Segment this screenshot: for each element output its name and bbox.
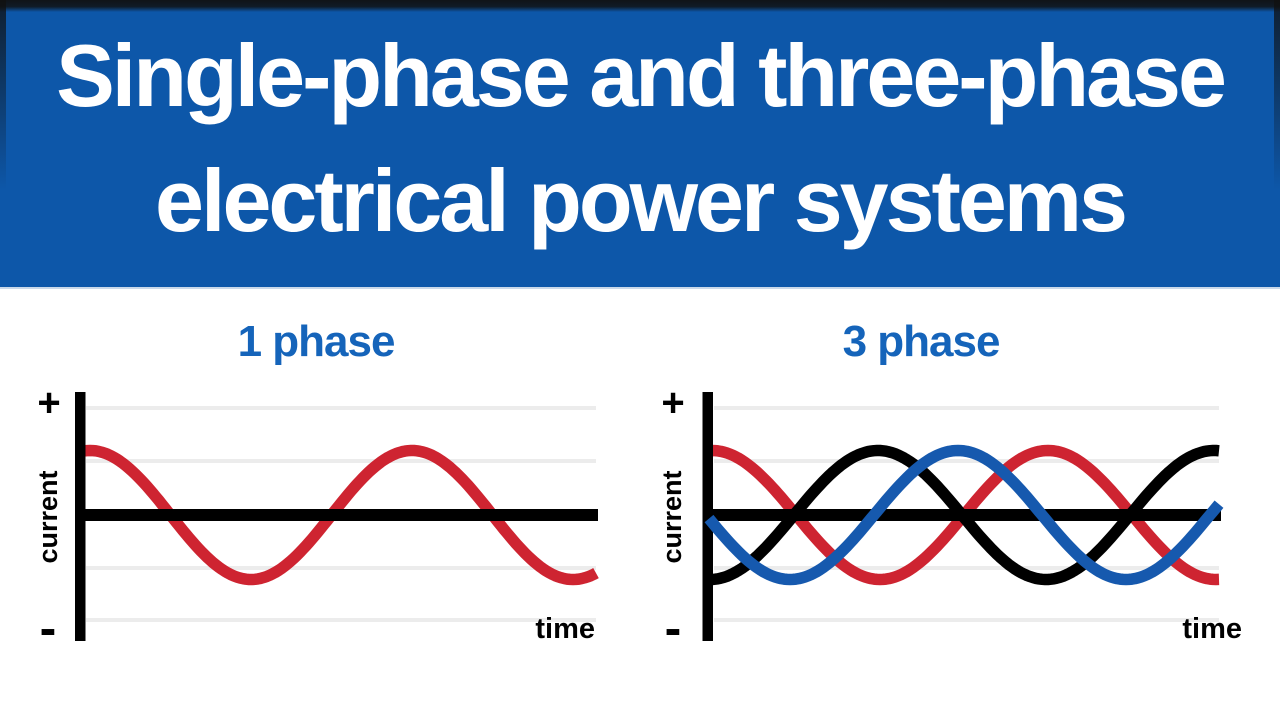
gridline <box>714 566 1219 570</box>
phase-3-wave <box>704 444 1224 586</box>
y-axis-line <box>75 392 86 641</box>
y-axis-line <box>702 392 713 641</box>
main-title-line1: Single-phase and three-phase <box>56 26 1227 125</box>
chart-title-three-phase: 3 phase <box>842 317 1001 366</box>
y-axis-minus-label-right: - <box>664 600 682 656</box>
phase-2-wave <box>706 444 1222 586</box>
x-axis-title-left: time <box>535 613 595 645</box>
y-axis-plus-label-right: + <box>661 381 685 425</box>
gridline <box>86 618 596 622</box>
x-axis-title-right: time <box>1182 613 1242 645</box>
y-axis-minus-label-left: - <box>39 600 57 656</box>
gridline <box>86 566 596 570</box>
y-axis-title-right: current <box>657 470 687 564</box>
title-banner: Single-phase and three-phase electrical … <box>0 0 1280 289</box>
chart-title-single-phase: 1 phase <box>237 317 396 366</box>
gridline <box>714 618 1219 622</box>
gridline <box>714 406 1219 410</box>
y-axis-plus-label-left: + <box>37 381 61 425</box>
gridline <box>714 459 1219 463</box>
y-axis-title-left: current <box>33 470 63 564</box>
gridline <box>86 459 596 463</box>
gridline <box>86 406 596 410</box>
main-title-line2: electrical power systems <box>155 151 1128 250</box>
